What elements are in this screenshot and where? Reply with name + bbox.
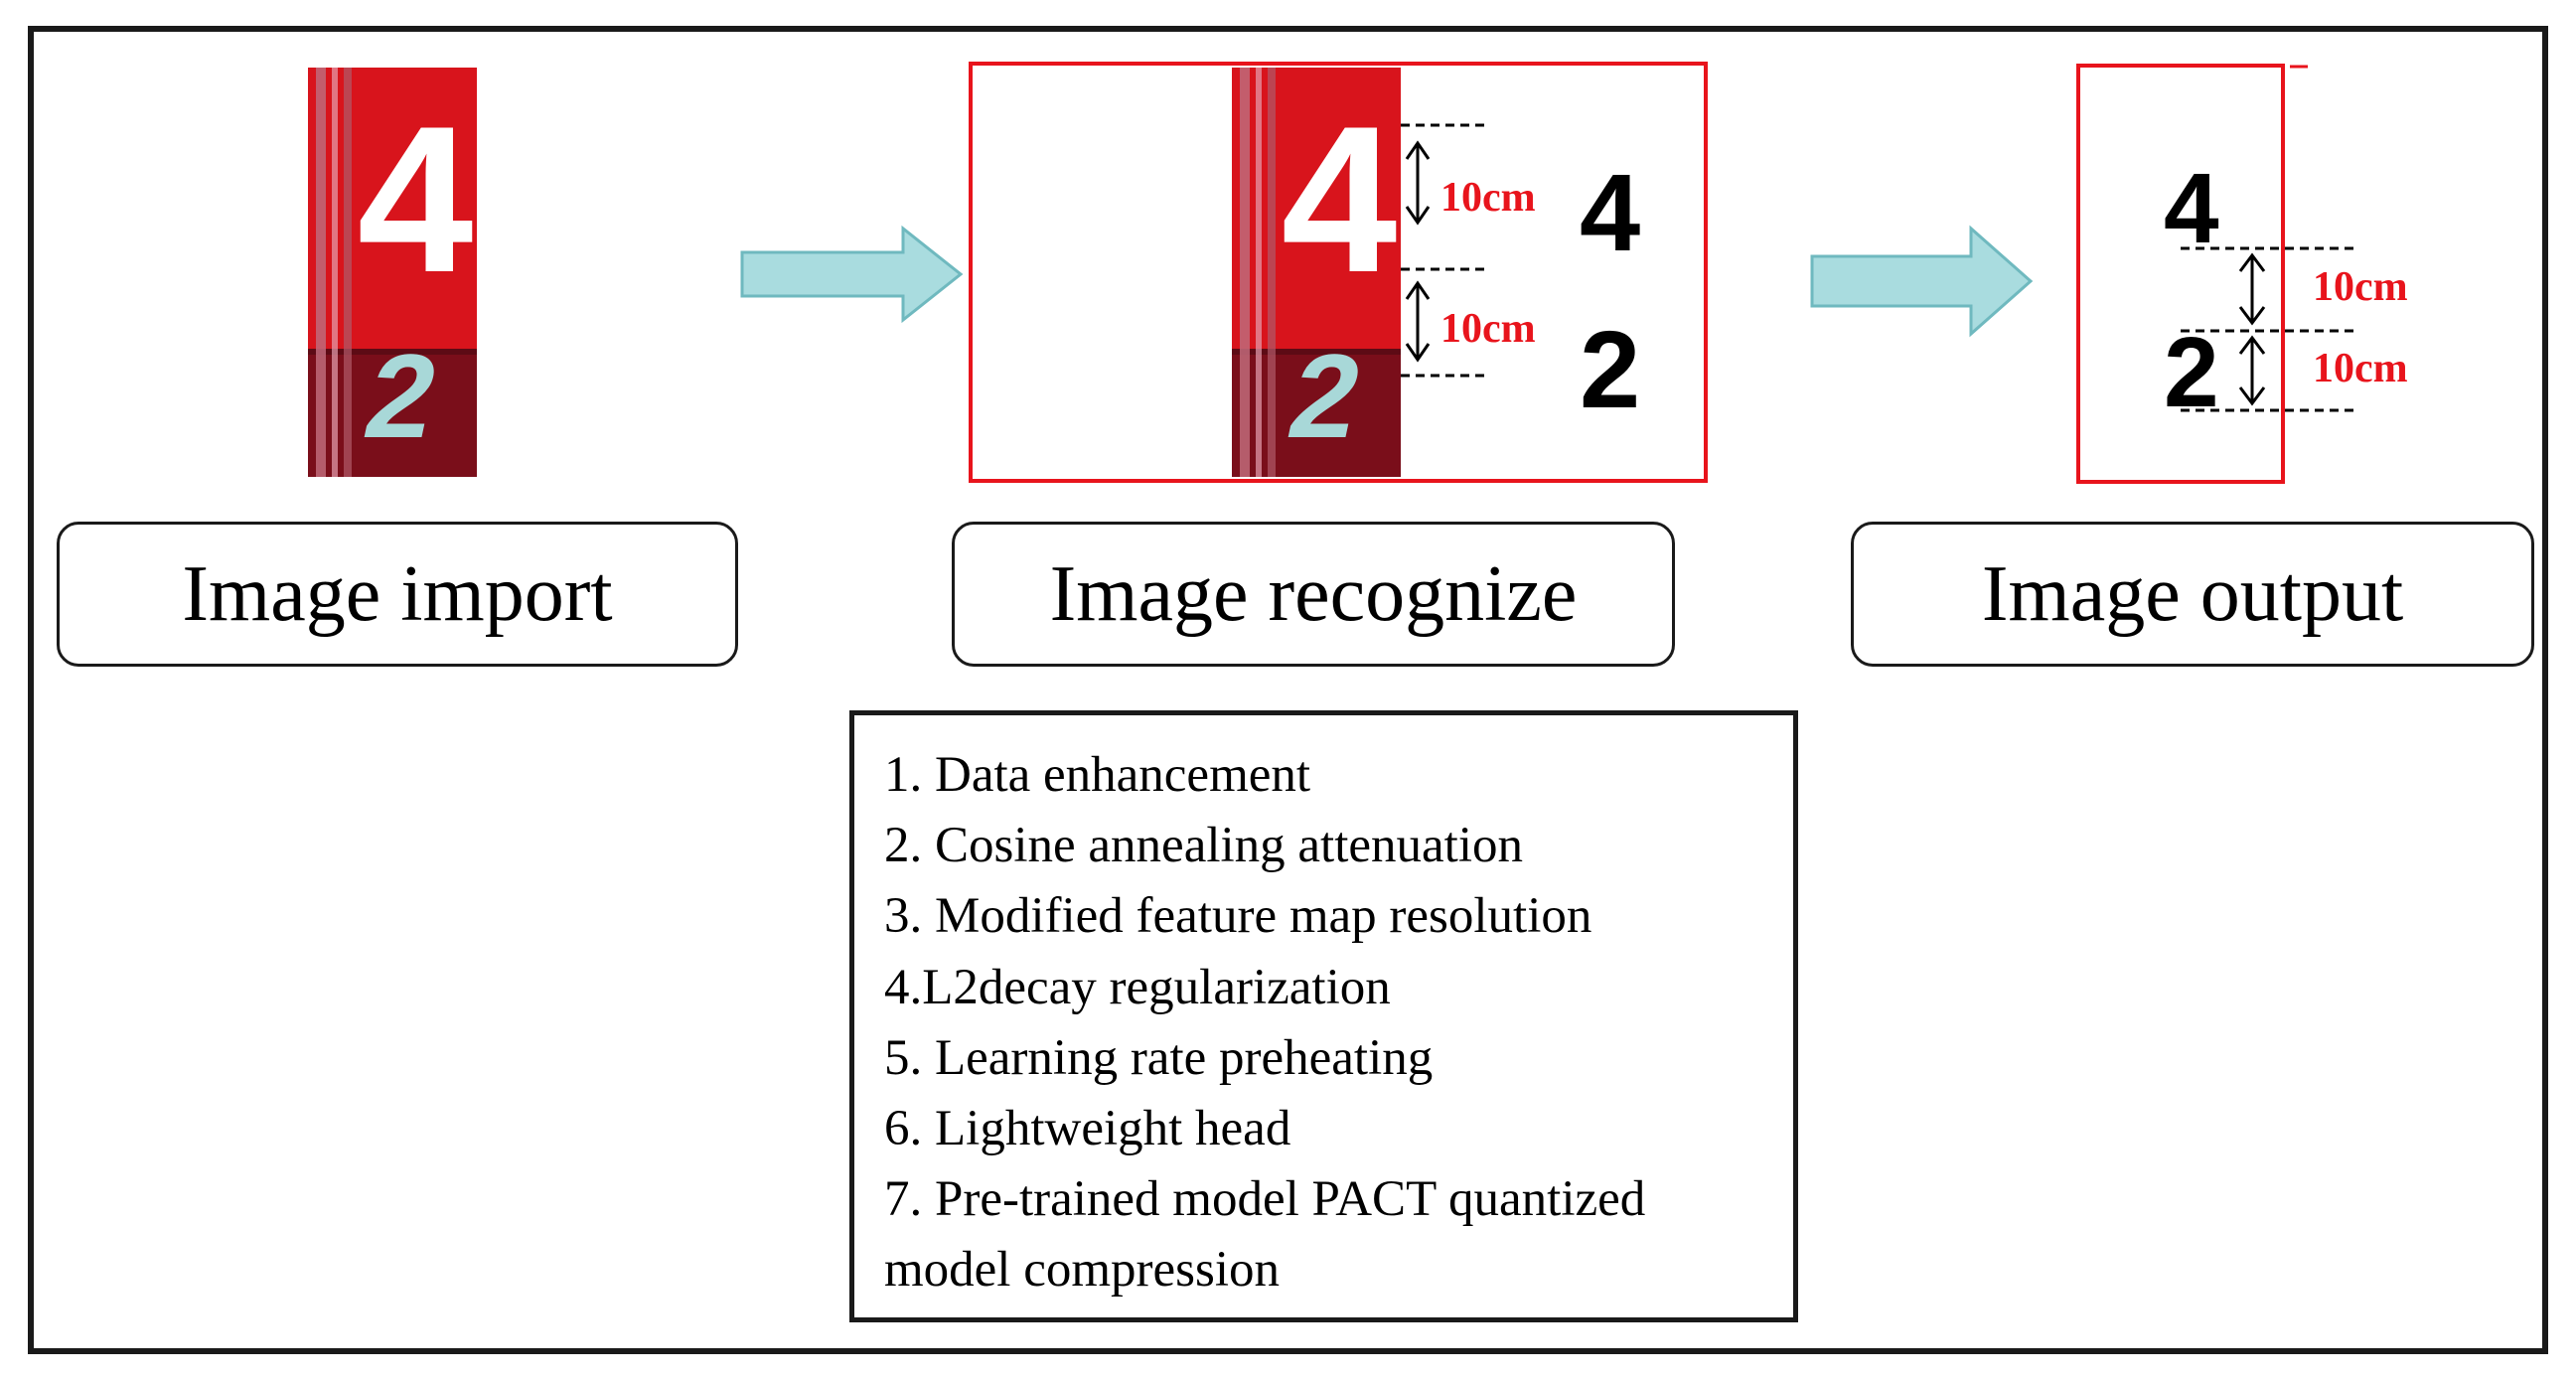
output-measure-bottom: 10cm (2313, 346, 2408, 391)
stage-label-recognize: Image recognize (952, 522, 1675, 667)
list-item: 5. Learning rate preheating (884, 1030, 1434, 1086)
recognize-measure-bottom: 10cm (1440, 306, 1536, 352)
gauge-image-recognize: 4 2 (1232, 68, 1401, 477)
output-measure-top: 10cm (2313, 264, 2408, 310)
flow-arrow-2 (1810, 225, 2034, 338)
gauge-digit-top: 4 (1282, 82, 1398, 316)
gauge-digit-top: 4 (358, 82, 474, 316)
list-item: 4.L2decay regularization (884, 960, 1391, 1015)
flow-arrow-1 (740, 225, 964, 324)
output-measure-marks (2181, 246, 2359, 412)
recognize-measure-top: 10cm (1440, 175, 1536, 221)
list-item: 3. Modified feature map resolution (884, 888, 1592, 944)
list-item: 6. Lightweight head (884, 1101, 1291, 1156)
output-digit-bottom: 2 (2164, 317, 2219, 428)
output-region-box (2076, 64, 2285, 484)
diagram-frame (28, 26, 2548, 1354)
output-digit-top: 4 (2164, 153, 2219, 264)
recognize-measure-marks (1401, 123, 1490, 378)
recognize-region-box (969, 62, 1708, 483)
list-item: 1. Data enhancement (884, 747, 1311, 803)
improvements-list: 1. Data enhancement 2. Cosine annealing … (849, 710, 1798, 1322)
stage-label-import: Image import (57, 522, 738, 667)
gauge-image-import: 4 2 (308, 68, 477, 477)
list-item: 2. Cosine annealing attenuation (884, 818, 1524, 873)
stage-label-output: Image output (1851, 522, 2534, 667)
list-item: model compression (884, 1242, 1281, 1298)
output-corner-tick (2290, 65, 2308, 69)
list-item: 7. Pre-trained model PACT quantized (884, 1171, 1646, 1227)
recognize-digit-top: 4 (1580, 152, 1641, 274)
recognize-digit-bottom: 2 (1580, 309, 1641, 431)
